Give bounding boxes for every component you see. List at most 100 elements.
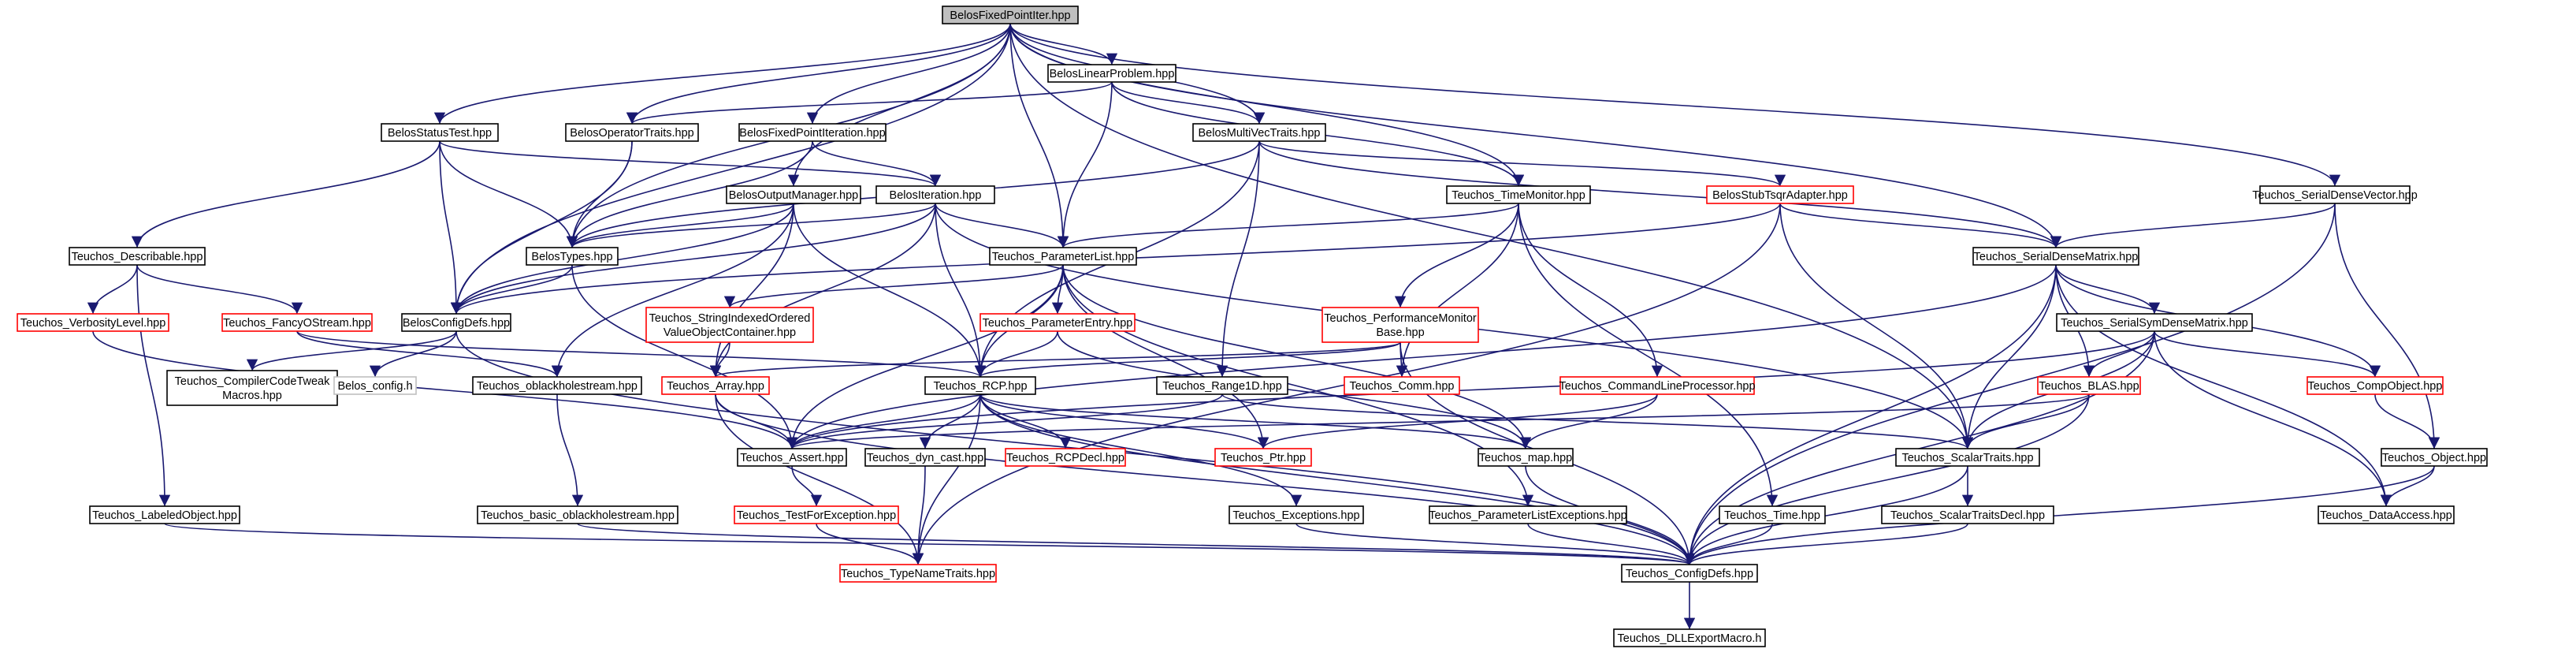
- node-label-compilercode: Teuchos_CompilerCodeTweak: [175, 375, 330, 388]
- node-box-belosconfig: [333, 376, 417, 395]
- node-typename[interactable]: Teuchos_TypeNameTraits.hpp: [839, 564, 997, 583]
- edge-testfor-to-typename: [816, 523, 924, 565]
- edge-optraits-to-configdefs: [450, 140, 633, 315]
- node-linprob[interactable]: BelosLinearProblem.hpp: [1047, 64, 1176, 83]
- edge-outmgr-to-rcp: [793, 203, 987, 378]
- node-label-cmdline: Teuchos_CommandLineProcessor.hpp: [1559, 380, 1755, 393]
- node-label-rcp: Teuchos_RCP.hpp: [933, 380, 1027, 393]
- node-label-teuchosconfig: Teuchos_ConfigDefs.hpp: [1626, 568, 1753, 580]
- node-box-scalardecl: [1881, 505, 2054, 524]
- node-testfor[interactable]: Teuchos_TestForException.hpp: [734, 505, 899, 524]
- edge-cmdline-to-map: [1519, 393, 1658, 449]
- node-belosconfig[interactable]: Belos_config.h: [333, 376, 417, 395]
- node-sdvec[interactable]: Teuchos_SerialDenseVector.hpp: [2252, 185, 2418, 204]
- node-blas[interactable]: Teuchos_BLAS.hpp: [2037, 376, 2141, 395]
- node-belostypes[interactable]: BelosTypes.hpp: [526, 247, 619, 266]
- node-label-assert: Teuchos_Assert.hpp: [740, 452, 843, 464]
- node-label-fpiteration: BelosFixedPointIteration.hpp: [739, 127, 885, 140]
- node-oblackhole[interactable]: Teuchos_oblackholestream.hpp: [472, 376, 642, 395]
- node-sdmatrix[interactable]: Teuchos_SerialDenseMatrix.hpp: [1972, 247, 2139, 266]
- node-box-cmdline: [1559, 376, 1755, 395]
- edges-layer: [87, 23, 2440, 629]
- node-symdense[interactable]: Teuchos_SerialSymDenseMatrix.hpp: [2056, 313, 2253, 332]
- node-root[interactable]: BelosFixedPointIter.hpp: [942, 6, 1079, 24]
- node-label-typename: Teuchos_TypeNameTraits.hpp: [841, 568, 995, 580]
- node-verbosity[interactable]: Teuchos_VerbosityLevel.hpp: [17, 313, 169, 332]
- node-label-ptr: Teuchos_Ptr.hpp: [1221, 452, 1306, 464]
- node-label-perfmon: Base.hpp: [1376, 326, 1424, 339]
- node-iteration[interactable]: BelosIteration.hpp: [875, 185, 995, 204]
- node-exceptions[interactable]: Teuchos_Exceptions.hpp: [1229, 505, 1364, 524]
- node-label-optraits: BelosOperatorTraits.hpp: [570, 127, 693, 140]
- node-rcp[interactable]: Teuchos_RCP.hpp: [924, 376, 1036, 395]
- node-scalartraits[interactable]: Teuchos_ScalarTraits.hpp: [1895, 448, 2040, 467]
- edge-sdmatrix-to-dataaccess: [2055, 264, 2392, 507]
- edge-compobject-to-object: [2374, 393, 2440, 449]
- node-box-fpiteration: [738, 123, 887, 142]
- node-ptr[interactable]: Teuchos_Ptr.hpp: [1214, 448, 1312, 467]
- node-box-range1d: [1156, 376, 1288, 395]
- node-optraits[interactable]: BelosOperatorTraits.hpp: [565, 123, 699, 142]
- edge-iteration-to-array: [709, 203, 936, 378]
- node-labeled[interactable]: Teuchos_LabeledObject.hpp: [89, 505, 240, 524]
- edge-paramlist-to-assert: [786, 264, 1064, 449]
- node-range1d[interactable]: Teuchos_Range1D.hpp: [1156, 376, 1288, 395]
- node-box-configdefs: [401, 313, 511, 332]
- node-box-rcpdecl: [1005, 448, 1126, 467]
- node-label-paramlist: Teuchos_ParameterList.hpp: [992, 251, 1135, 263]
- edge-verbosity-to-assert: [92, 330, 798, 449]
- node-box-multivec: [1192, 123, 1326, 142]
- node-multivec[interactable]: BelosMultiVecTraits.hpp: [1192, 123, 1326, 142]
- node-label-array: Teuchos_Array.hpp: [667, 380, 764, 393]
- node-box-root: [942, 6, 1079, 24]
- node-fpiteration[interactable]: BelosFixedPointIteration.hpp: [738, 123, 887, 142]
- node-box-time: [1719, 505, 1826, 524]
- node-fancyo[interactable]: Teuchos_FancyOStream.hpp: [221, 313, 373, 332]
- node-dllexport[interactable]: Teuchos_DLLExportMacro.h: [1613, 628, 1766, 647]
- node-box-optraits: [565, 123, 699, 142]
- nodes-layer: BelosFixedPointIter.hppBelosLinearProble…: [17, 6, 2488, 647]
- node-teuchosconfig[interactable]: Teuchos_ConfigDefs.hpp: [1621, 564, 1758, 583]
- node-map[interactable]: Teuchos_map.hpp: [1478, 448, 1574, 467]
- edge-sdmatrix-to-assert: [786, 264, 2057, 449]
- node-box-strindexed: [645, 307, 814, 343]
- node-outmgr[interactable]: BelosOutputManager.hpp: [726, 185, 861, 204]
- edge-describable-to-labeled: [136, 264, 171, 507]
- node-describable[interactable]: Teuchos_Describable.hpp: [69, 247, 206, 266]
- node-dyncast[interactable]: Teuchos_dyn_cast.hpp: [864, 448, 986, 467]
- node-label-compobject: Teuchos_CompObject.hpp: [2308, 380, 2443, 393]
- edge-rcp-to-rcpdecl: [979, 393, 1072, 449]
- node-box-belostypes: [526, 247, 619, 266]
- node-strindexed[interactable]: Teuchos_StringIndexedOrderedValueObjectC…: [645, 307, 814, 343]
- node-time[interactable]: Teuchos_Time.hpp: [1719, 505, 1826, 524]
- node-plexcept[interactable]: Teuchos_ParameterListExceptions.hpp: [1429, 505, 1627, 524]
- node-box-testfor: [734, 505, 899, 524]
- node-label-strindexed: Teuchos_StringIndexedOrdered: [649, 312, 811, 325]
- node-paramentry[interactable]: Teuchos_ParameterEntry.hpp: [979, 313, 1136, 332]
- node-dataaccess[interactable]: Teuchos_DataAccess.hpp: [2318, 505, 2455, 524]
- node-object[interactable]: Teuchos_Object.hpp: [2381, 448, 2488, 467]
- node-rcpdecl[interactable]: Teuchos_RCPDecl.hpp: [1005, 448, 1126, 467]
- node-label-root: BelosFixedPointIter.hpp: [950, 9, 1070, 22]
- node-label-basicob: Teuchos_basic_oblackholestream.hpp: [481, 509, 675, 522]
- node-array[interactable]: Teuchos_Array.hpp: [661, 376, 770, 395]
- edge-rcp-to-exceptions: [979, 393, 1303, 507]
- node-tsqr[interactable]: BelosStubTsqrAdapter.hpp: [1706, 185, 1854, 204]
- node-configdefs[interactable]: BelosConfigDefs.hpp: [401, 313, 511, 332]
- node-timemon[interactable]: Teuchos_TimeMonitor.hpp: [1446, 185, 1591, 204]
- node-compobject[interactable]: Teuchos_CompObject.hpp: [2307, 376, 2444, 395]
- node-assert[interactable]: Teuchos_Assert.hpp: [737, 448, 847, 467]
- node-label-rcpdecl: Teuchos_RCPDecl.hpp: [1006, 452, 1124, 464]
- node-box-outmgr: [726, 185, 861, 204]
- node-statustest[interactable]: BelosStatusTest.hpp: [381, 123, 499, 142]
- node-comm[interactable]: Teuchos_Comm.hpp: [1344, 376, 1460, 395]
- node-scalardecl[interactable]: Teuchos_ScalarTraitsDecl.hpp: [1881, 505, 2054, 524]
- node-cmdline[interactable]: Teuchos_CommandLineProcessor.hpp: [1559, 376, 1756, 395]
- edge-configdefs-to-teuchosconfig: [455, 330, 1696, 565]
- node-basicob[interactable]: Teuchos_basic_oblackholestream.hpp: [477, 505, 678, 524]
- edge-root-to-paramlist: [1009, 23, 1069, 248]
- node-paramlist[interactable]: Teuchos_ParameterList.hpp: [989, 247, 1137, 266]
